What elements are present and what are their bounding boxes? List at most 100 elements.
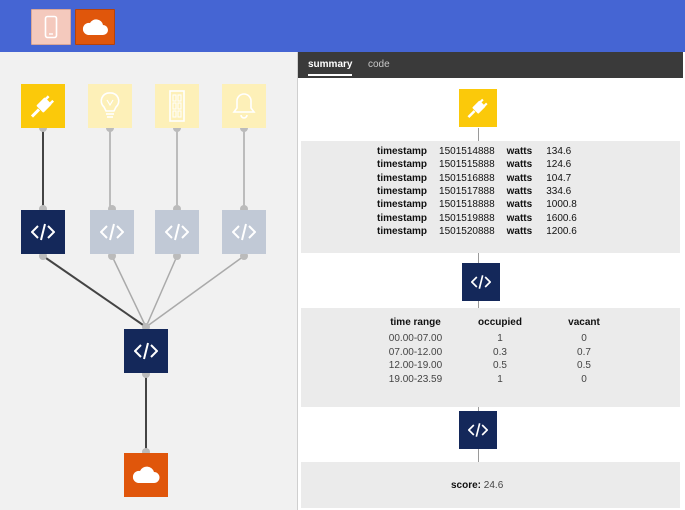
code-icon — [165, 223, 189, 241]
tab-code[interactable]: code — [368, 59, 390, 70]
bell-sensor-node[interactable] — [222, 84, 266, 128]
bell-icon — [231, 91, 257, 121]
summary-processor-node-2[interactable] — [459, 411, 497, 449]
bulb-icon — [98, 90, 122, 122]
timestamp-value: 1501516888 — [439, 172, 495, 184]
occupied-cell: 1 — [497, 373, 503, 385]
code-icon — [232, 223, 256, 241]
top-toolbar — [0, 0, 685, 52]
watts-value: 134.6 — [546, 146, 572, 158]
phone-icon[interactable] — [31, 9, 71, 45]
connector-line — [478, 295, 479, 308]
active-tab-indicator — [308, 74, 352, 76]
vacant-cell: 0 — [581, 373, 587, 385]
time-range-cell: 12.00-19.00 — [388, 360, 443, 372]
watts-value: 1600.6 — [546, 212, 577, 224]
watts-value: 334.6 — [546, 186, 572, 198]
processor-node-3[interactable] — [155, 210, 199, 254]
door-sensor-node[interactable] — [155, 84, 199, 128]
column-header: vacant — [568, 316, 600, 328]
vacant-cell: 0.7 — [577, 346, 591, 358]
aggregator-node[interactable] — [124, 329, 168, 373]
processor-node-2[interactable] — [90, 210, 134, 254]
time-range-cell: 07.00-12.00 — [388, 346, 443, 358]
time-range-cell: 19.00-23.59 — [388, 373, 443, 385]
code-icon — [31, 223, 55, 241]
code-icon — [468, 422, 488, 438]
timestamp-value: 1501520888 — [439, 225, 495, 237]
watts-value: 104.7 — [546, 172, 572, 184]
timestamp-label: timestamp — [377, 212, 428, 224]
vacant-cell: 0.5 — [577, 360, 591, 372]
table-row: timestamp 1501515888 watts 124.6 — [377, 158, 585, 171]
timestamp-value: 1501514888 — [439, 146, 495, 158]
timestamp-value: 1501519888 — [439, 212, 495, 224]
panel-tabs: summary code — [298, 52, 683, 78]
details-panel: summary code timestamp 1501514888 watts 134… — [297, 52, 683, 510]
watts-label: watts — [506, 212, 533, 224]
processor-node-4[interactable] — [222, 210, 266, 254]
watts-label: watts — [506, 159, 533, 171]
score-label: score: — [451, 480, 482, 491]
vacant-cell: 0 — [581, 333, 587, 345]
occupied-cell: 0.5 — [493, 360, 507, 372]
watts-label: watts — [506, 172, 533, 184]
summary-plug-node[interactable] — [459, 89, 497, 127]
timestamp-label: timestamp — [377, 159, 428, 171]
occupied-cell: 0.3 — [493, 346, 507, 358]
connector-line — [478, 128, 479, 141]
timestamp-value: 1501515888 — [439, 159, 495, 171]
door-icon — [165, 89, 189, 123]
time-range-cell: 00.00-07.00 — [388, 333, 443, 345]
pipeline-canvas[interactable] — [0, 52, 297, 510]
timestamp-label: timestamp — [377, 146, 428, 158]
table-row: timestamp 1501518888 watts 1000.8 — [377, 198, 585, 211]
table-row: timestamp 1501516888 watts 104.7 — [377, 172, 585, 185]
timestamp-label: timestamp — [377, 225, 428, 237]
score-section — [301, 462, 680, 508]
connector-line — [478, 253, 479, 266]
tab-summary[interactable]: summary — [308, 59, 353, 70]
watts-label: watts — [506, 199, 533, 211]
watts-value: 1000.8 — [546, 199, 577, 211]
cloud-icon[interactable] — [75, 9, 115, 45]
summary-processor-node-1[interactable] — [462, 263, 500, 301]
timestamp-label: timestamp — [377, 186, 428, 198]
watts-label: watts — [506, 186, 533, 198]
table-row: 00.00-07.00 1 0 — [378, 332, 621, 346]
code-icon — [134, 342, 158, 360]
cloud-sink-node[interactable] — [124, 453, 168, 497]
watts-value: 124.6 — [546, 159, 572, 171]
timestamp-label: timestamp — [377, 199, 428, 211]
cloud-icon — [131, 465, 161, 485]
table-row: 12.00-19.00 0.5 0.5 — [378, 359, 621, 373]
timestamp-value: 1501518888 — [439, 199, 495, 211]
plug-icon — [28, 91, 58, 121]
connector-line — [478, 449, 479, 462]
score-value: 24.6 — [483, 480, 504, 491]
watts-label: watts — [506, 146, 533, 158]
readings-table: timestamp 1501514888 watts 134.6 timestamp 15… — [377, 145, 585, 238]
score-readout: score: 24.6 — [451, 480, 503, 491]
processor-node-1[interactable] — [21, 210, 65, 254]
table-row: 07.00-12.00 0.3 0.7 — [378, 346, 621, 360]
readings-section — [301, 141, 680, 253]
watts-label: watts — [506, 225, 533, 237]
code-icon — [100, 223, 124, 241]
timestamp-label: timestamp — [377, 172, 428, 184]
table-row: timestamp 1501514888 watts 134.6 — [377, 145, 585, 158]
plug-sensor-node[interactable] — [21, 84, 65, 128]
table-row: timestamp 1501517888 watts 334.6 — [377, 185, 585, 198]
timestamp-value: 1501517888 — [439, 186, 495, 198]
occupied-cell: 1 — [497, 333, 503, 345]
plug-icon — [465, 95, 491, 121]
table-row: 19.00-23.59 1 0 — [378, 373, 621, 387]
column-header: time range — [390, 316, 441, 328]
table-row: timestamp 1501519888 watts 1600.6 — [377, 211, 585, 224]
bulb-sensor-node[interactable] — [88, 84, 132, 128]
occupancy-section — [301, 308, 680, 407]
column-header: occupied — [478, 316, 522, 328]
code-icon — [471, 274, 491, 290]
